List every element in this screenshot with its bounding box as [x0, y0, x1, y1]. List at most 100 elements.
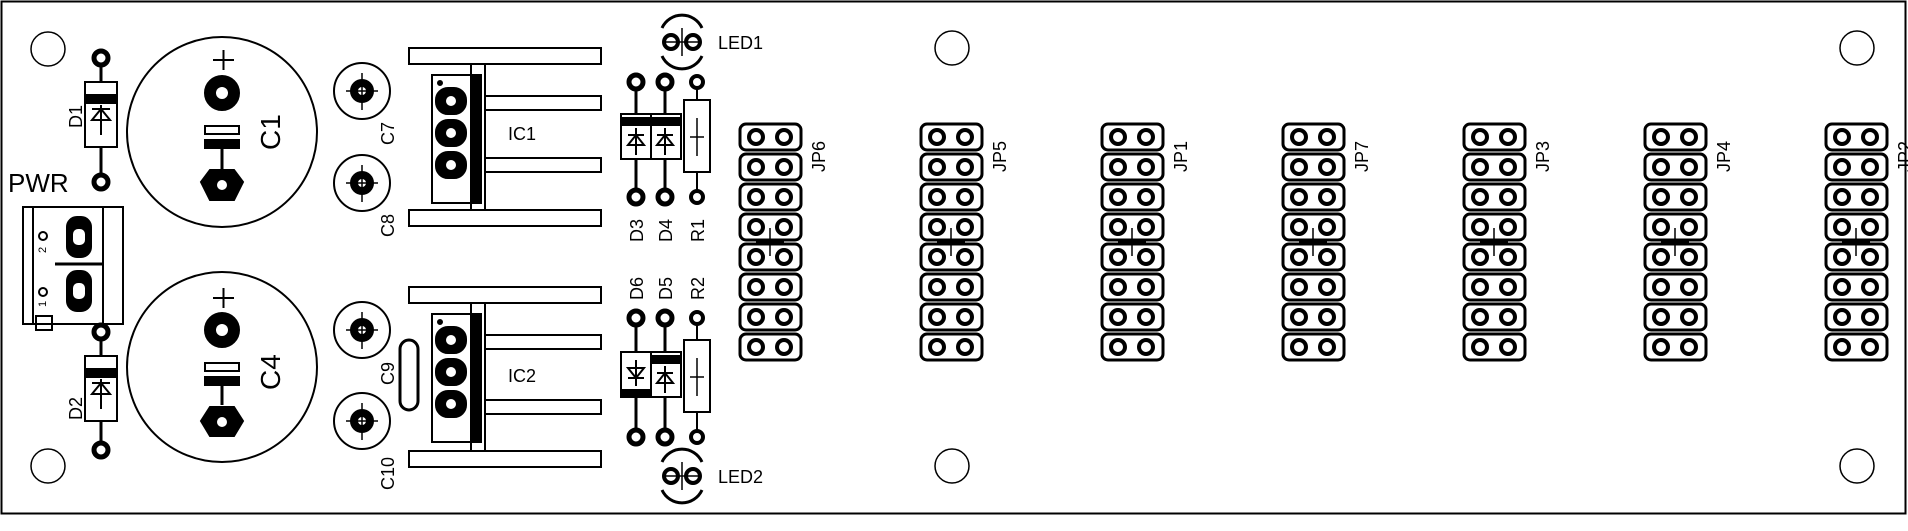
- header-jp6: JP6: [738, 122, 829, 362]
- header-row: [1100, 332, 1165, 362]
- header-row: [1643, 272, 1708, 302]
- header-pin: [1290, 158, 1308, 176]
- capacitor-c7: [333, 62, 391, 120]
- diode-d3: [620, 72, 652, 207]
- header-row: [1100, 122, 1165, 152]
- header-pin: [1652, 188, 1670, 206]
- capacitor-c9-body: [333, 301, 391, 359]
- mounting-hole: [934, 30, 970, 66]
- header-pin: [928, 308, 946, 326]
- header-pin: [1290, 128, 1308, 146]
- header-pin: [1471, 338, 1489, 356]
- header-pin: [928, 248, 946, 266]
- header-pin: [1109, 308, 1127, 326]
- header-pin: [1861, 158, 1879, 176]
- header-pin: [928, 278, 946, 296]
- header-row: [1281, 332, 1346, 362]
- header-pin: [775, 188, 793, 206]
- regulator-ic1: [408, 47, 602, 227]
- header-pin: [1137, 218, 1155, 236]
- header-row: [1643, 302, 1708, 332]
- header-pin: [1833, 278, 1851, 296]
- header-pin: [747, 188, 765, 206]
- capacitor-label-c10: C10: [378, 457, 398, 490]
- header-row: [1462, 122, 1527, 152]
- header-pin: [1109, 158, 1127, 176]
- header-row: [738, 302, 803, 332]
- mounting-holes: [30, 30, 1875, 484]
- header-row: [1281, 122, 1346, 152]
- header-pin: [1137, 248, 1155, 266]
- header-pin: [1861, 278, 1879, 296]
- header-row: [1643, 182, 1708, 212]
- board-outline: [0, 0, 1907, 515]
- header-pin: [1318, 128, 1336, 146]
- header-pin: [1137, 128, 1155, 146]
- header-pin: [1499, 218, 1517, 236]
- header-pin: [1471, 218, 1489, 236]
- led-led2: [660, 447, 704, 505]
- diode-label-d1: D1: [66, 105, 86, 128]
- header-pin: [1109, 248, 1127, 266]
- header-pin: [1137, 188, 1155, 206]
- diode-label-d5: D5: [656, 277, 676, 300]
- header-row: [1643, 332, 1708, 362]
- header-pin: [1861, 338, 1879, 356]
- header-pin: [775, 218, 793, 236]
- header-row: [1824, 302, 1889, 332]
- capacitor-label-c7: C7: [378, 122, 398, 145]
- capacitor-polarity-c1: +: [224, 71, 225, 73]
- header-jp7: JP7: [1281, 122, 1372, 362]
- header-pin: [1861, 248, 1879, 266]
- diode-d2: [84, 322, 118, 460]
- header-row: [919, 332, 984, 362]
- header-label-jp7: JP7: [1352, 141, 1372, 172]
- header-jp5: JP5: [919, 122, 1010, 362]
- header-pin: [1499, 128, 1517, 146]
- header-pin: [1833, 248, 1851, 266]
- header-pin: [1471, 188, 1489, 206]
- header-pin: [1652, 308, 1670, 326]
- header-pin: [775, 338, 793, 356]
- header-pin: [1652, 218, 1670, 236]
- resistor-label-r2: R2: [688, 277, 708, 300]
- header-pin: [1861, 308, 1879, 326]
- header-pin: [928, 128, 946, 146]
- header-pin: [747, 248, 765, 266]
- capacitor-label-c9: C9: [378, 362, 398, 385]
- header-pin: [775, 308, 793, 326]
- header-row: [1281, 152, 1346, 182]
- header-pin: [1290, 308, 1308, 326]
- header-pin: [956, 338, 974, 356]
- header-pin: [1680, 158, 1698, 176]
- header-pin: [747, 338, 765, 356]
- header-pin: [1680, 218, 1698, 236]
- header-jp3: JP3: [1462, 122, 1553, 362]
- capacitor-label-c4: C4: [255, 354, 286, 390]
- header-pin: [928, 158, 946, 176]
- header-pin: [928, 338, 946, 356]
- resistor-label-r1: R1: [688, 219, 708, 242]
- header-row: [1643, 152, 1708, 182]
- header-pin: [775, 128, 793, 146]
- header-label-jp5: JP5: [990, 141, 1010, 172]
- mounting-hole: [30, 448, 66, 484]
- header-pin: [1680, 278, 1698, 296]
- capacitor-c8: [333, 154, 391, 212]
- header-pin: [1471, 128, 1489, 146]
- resistor-r1: [683, 74, 711, 205]
- header-pin: [775, 248, 793, 266]
- header-row: [738, 152, 803, 182]
- regulator-ic2: [408, 286, 602, 468]
- header-pin: [1471, 248, 1489, 266]
- header-label-jp4: JP4: [1714, 141, 1734, 172]
- header-pin: [956, 128, 974, 146]
- header-row: [1281, 182, 1346, 212]
- header-pin: [1652, 278, 1670, 296]
- header-label-jp2: JP2: [1895, 141, 1908, 172]
- header-pin: [928, 188, 946, 206]
- capacitor-label-c8: C8: [378, 214, 398, 237]
- diode-label-d4: D4: [656, 219, 676, 242]
- header-pin: [1318, 278, 1336, 296]
- regulator-label-ic2: IC2: [508, 366, 536, 386]
